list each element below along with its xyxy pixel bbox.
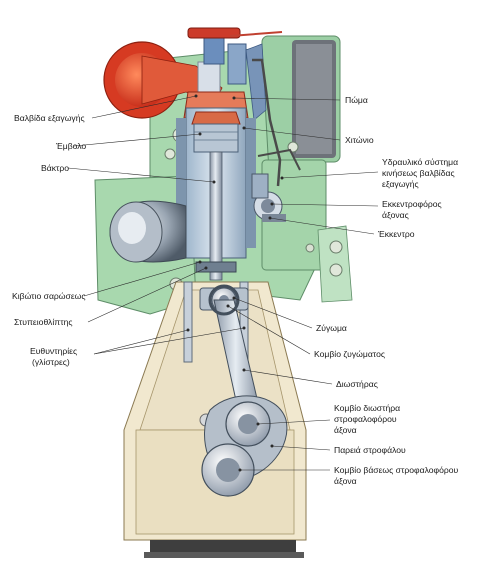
cylinder-assembly [176,91,256,281]
labels: Βαλβίδα εξαγωγής Έμβολο Βάκτρο Κιβώτιο σ… [12,95,459,486]
label-cover: Πώμα [345,95,368,105]
label-hydraulic-2: κινήσεως βαλβίδας [382,168,455,178]
leader-lines [67,94,379,472]
label-piston: Έμβολο [55,141,86,151]
exhaust-valve-actuator [187,27,283,121]
label-hydraulic-3: εξαγωγής [382,179,419,189]
label-main-journal-1: Κομβίο βάσεως στροφαλοφόρου [334,465,459,475]
label-crankpin-2: στροφαλοφόρου [334,414,397,424]
label-exhaust-valve: Βαλβίδα εξαγωγής [14,113,85,123]
crankshaft [201,395,288,497]
label-main-journal-2: άξονα [334,476,357,486]
scavenge-air-tube [109,200,187,263]
camshaft [251,173,286,222]
label-connecting-rod: Διωστήρας [336,379,378,389]
label-guides-2: (γλίστρες) [32,357,70,367]
label-scavenge-box: Κιβώτιο σαρώσεως [12,291,86,301]
label-crank-web: Παρειά στροφάλου [334,445,406,455]
stuffing-box [195,261,237,273]
label-cam: Έκκεντρο [377,229,415,239]
label-stuffing-box: Στυπειοθλίπτης [14,317,73,327]
hydraulic-pipe [252,58,301,187]
label-liner: Χιτώνιο [345,135,374,145]
label-camshaft-1: Εκκεντροφόρος [382,199,442,209]
label-hydraulic-1: Υδραυλικό σύστημα [382,157,458,167]
label-crankpin-3: άξονα [334,425,357,435]
label-crankpin-1: Κομβίο διωστήρα [334,403,400,413]
label-crosshead-bearing: Κομβίο ζυγώματος [314,349,385,359]
label-crosshead: Ζύγωμα [316,323,347,333]
label-camshaft-2: άξονας [382,210,409,220]
label-rod: Βάκτρο [41,163,69,173]
label-guides-1: Ευθυντηρίες [30,346,77,356]
